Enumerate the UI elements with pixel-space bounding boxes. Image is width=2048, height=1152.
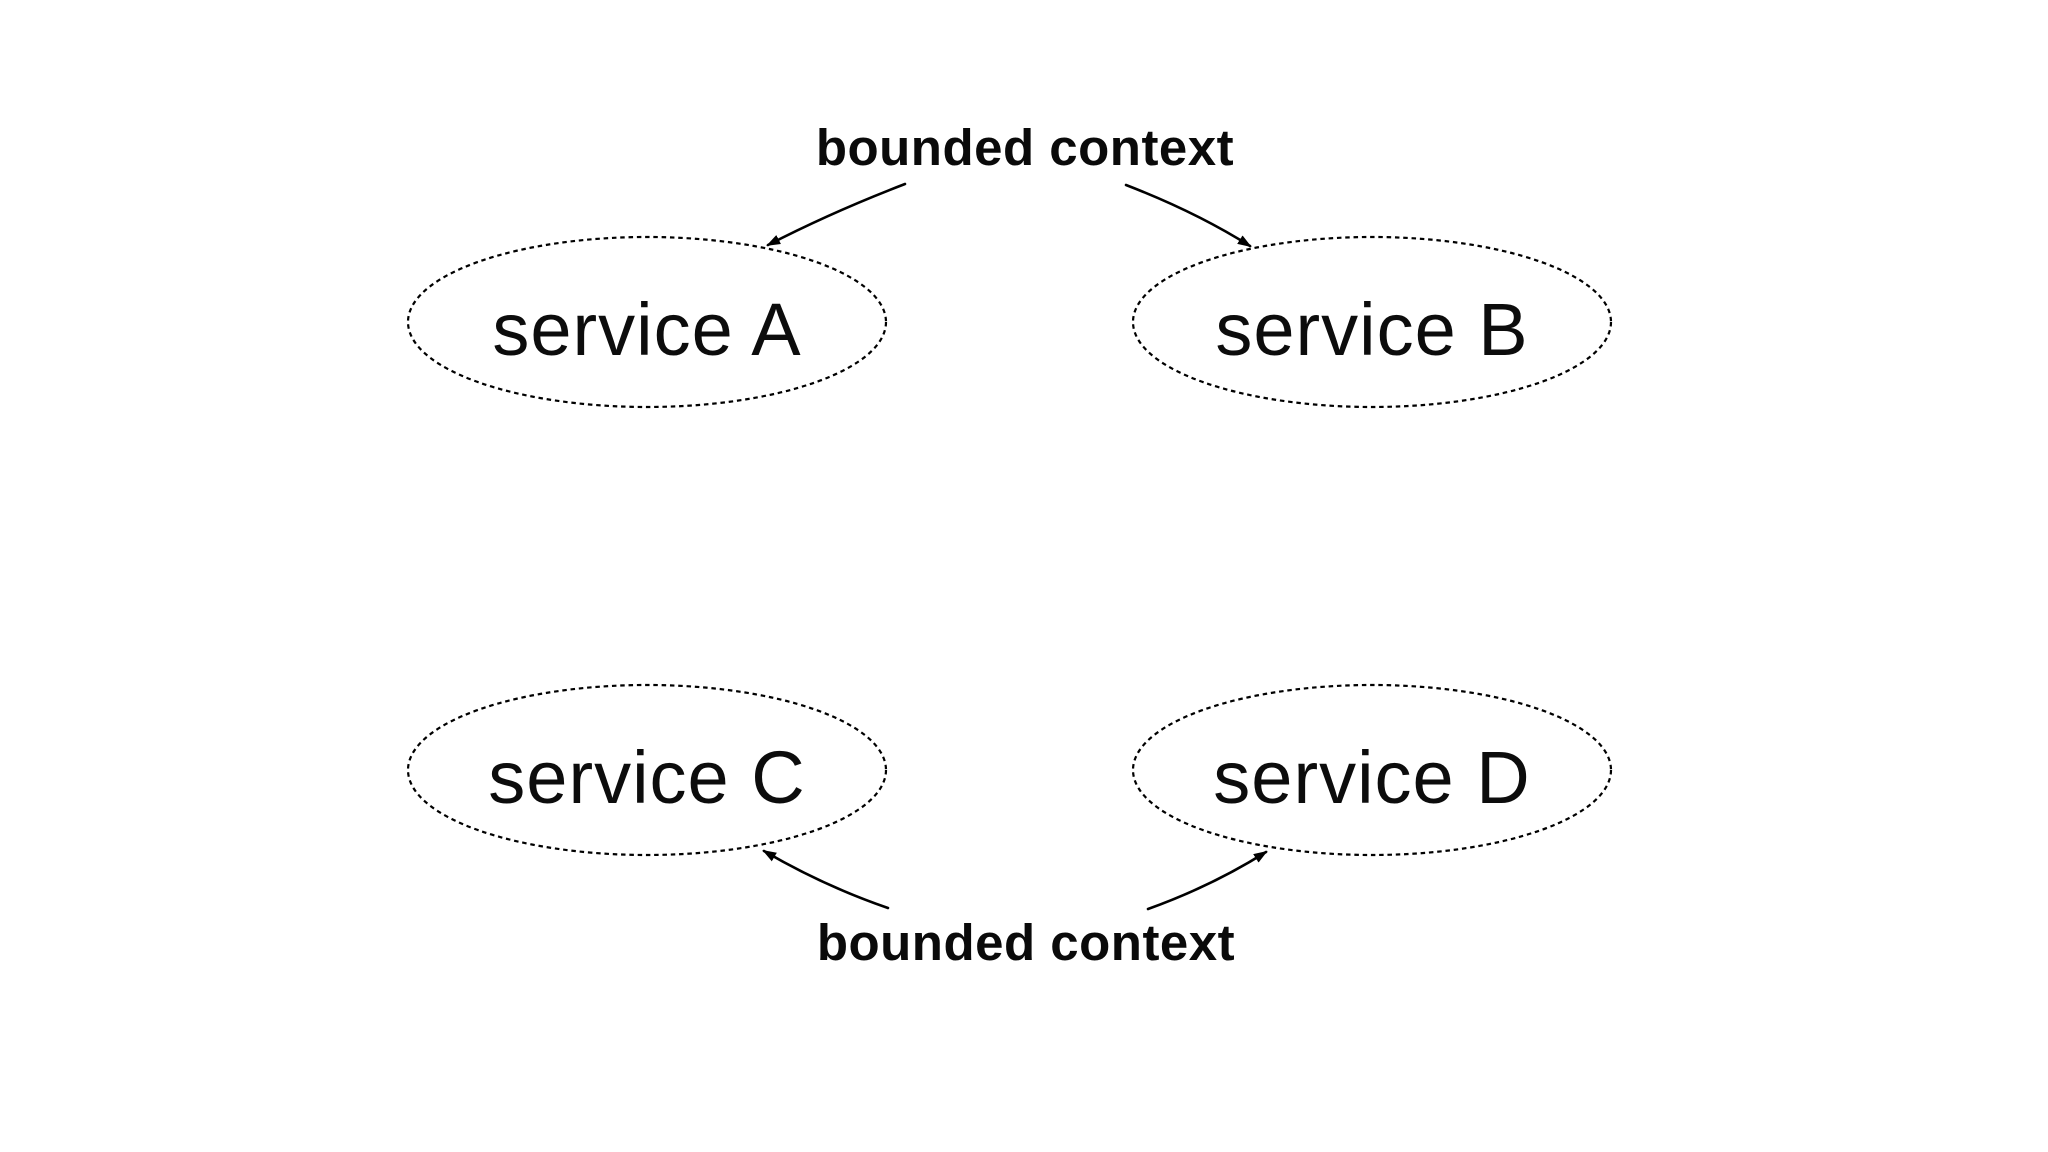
service-a-ellipse bbox=[406, 235, 888, 409]
bounded-context-label-top: bounded context bbox=[816, 119, 1234, 176]
node-service-b: service B bbox=[1131, 235, 1613, 409]
arrow-bottom-label-to-service-c bbox=[762, 849, 890, 910]
service-d-label: service D bbox=[1213, 736, 1530, 819]
service-b-label: service B bbox=[1215, 288, 1528, 371]
service-d-ellipse bbox=[1131, 683, 1613, 857]
arrow-top-label-to-service-a bbox=[766, 182, 907, 247]
service-c-ellipse bbox=[406, 683, 888, 857]
service-b-ellipse bbox=[1131, 235, 1613, 409]
node-service-d: service D bbox=[1131, 683, 1613, 857]
node-service-a: service A bbox=[406, 235, 888, 409]
arrow-top-label-to-service-b bbox=[1124, 183, 1252, 248]
service-c-label: service C bbox=[488, 736, 805, 819]
service-a-label: service A bbox=[492, 288, 801, 371]
node-service-c: service C bbox=[406, 683, 888, 857]
arrow-bottom-label-to-service-d bbox=[1146, 850, 1268, 911]
bounded-context-label-bottom: bounded context bbox=[817, 914, 1235, 971]
